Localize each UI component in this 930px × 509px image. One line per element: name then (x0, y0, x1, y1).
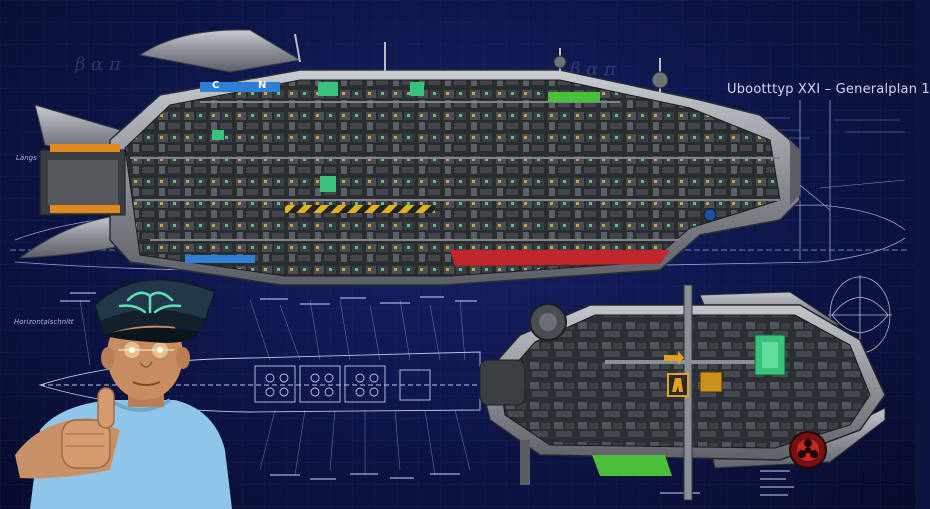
blueprint-side-label: Längs (16, 154, 37, 162)
hull-marking-c: C (212, 80, 220, 91)
glowing-eyes (118, 342, 174, 358)
biohazard-icon (789, 431, 827, 469)
stripe-green (548, 92, 600, 102)
blueprint-title: Ubootttyp XXI – Generalplan 1 (727, 82, 930, 97)
winged-emblem-icon (118, 291, 182, 314)
blueprint-section-label: Horizontalschnitt (14, 318, 74, 326)
officer-cap (94, 278, 216, 343)
stripe-red (450, 250, 670, 266)
exit-sign-icon (667, 373, 689, 397)
thumbs-up-icon (61, 387, 115, 469)
stripe-blue (200, 82, 280, 92)
arrow-sign-icon (664, 351, 684, 365)
hull-marking-n: N (258, 80, 267, 91)
svg-text:β α π: β α π (74, 54, 122, 75)
small-stripe-green (592, 455, 672, 476)
upper-fin (138, 29, 302, 73)
